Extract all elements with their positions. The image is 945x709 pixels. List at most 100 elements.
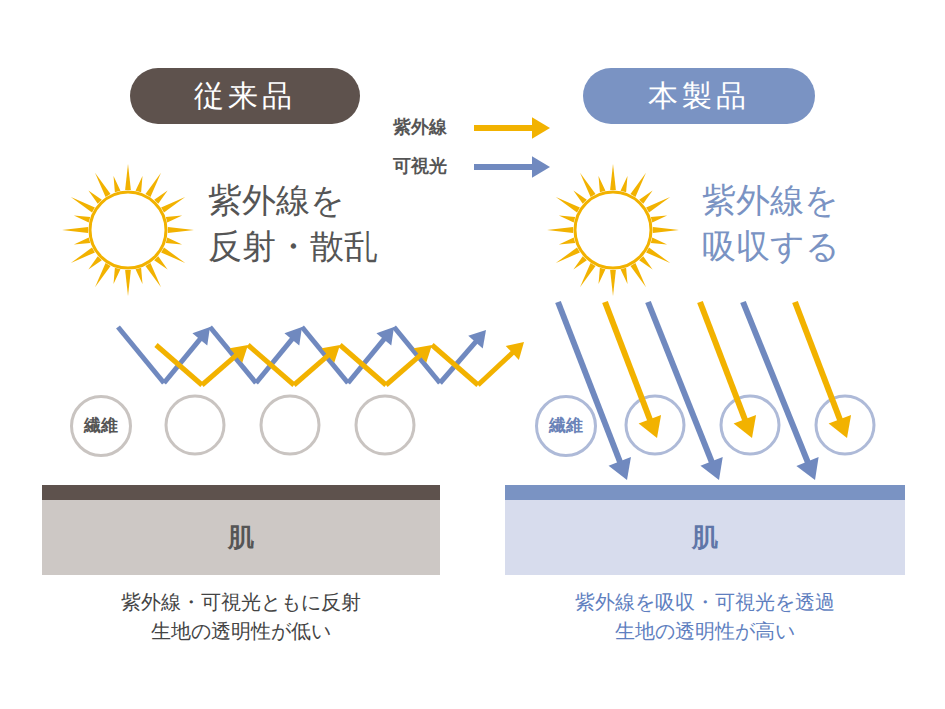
sun-ray (630, 263, 646, 287)
sun-ray (639, 256, 652, 269)
legend-text: 可視光 (393, 154, 447, 178)
sun-ray (71, 197, 95, 213)
node-text: 繊維 (84, 414, 118, 437)
visible-light-arrow (648, 302, 712, 462)
sun-ray (71, 247, 95, 263)
sun-ray (651, 238, 667, 245)
statement-text: 紫外線を 反射・散乱 (208, 178, 412, 270)
sun-ray (74, 216, 90, 223)
sun-ray (580, 173, 596, 197)
legend-arrow (474, 164, 533, 170)
sun-ray (154, 190, 167, 203)
sun-ray (653, 227, 679, 233)
sun-ray (136, 176, 143, 192)
legend-arrow-head (532, 156, 550, 178)
legend-arrow (474, 125, 533, 131)
fiber-circle (626, 396, 684, 454)
ray-segment (432, 345, 478, 385)
sun-ray (621, 268, 628, 284)
fiber-circle: 繊維 (535, 395, 597, 457)
ray-segment (118, 327, 164, 383)
sun-disc (90, 192, 166, 268)
sun-ray (145, 263, 161, 287)
ray-reflected-head (284, 327, 302, 345)
sun-ray (88, 256, 101, 269)
ray-reflected (202, 355, 237, 385)
title-pill: 従来品 (130, 68, 360, 124)
uv-arrow-head (639, 415, 661, 438)
transmission-arrows (558, 302, 851, 480)
ray-reflected-head (506, 342, 524, 360)
ray-segment (340, 345, 386, 385)
sun-ray (95, 173, 111, 197)
uv-arrow (795, 302, 840, 420)
sun-ray (630, 173, 646, 197)
node-text: 本製品 (648, 76, 750, 117)
legend-arrow-head (532, 117, 550, 139)
ray-reflected-head (230, 345, 248, 363)
sun-ray (610, 270, 616, 296)
sun-ray (547, 227, 573, 233)
sun-ray (610, 164, 616, 190)
fiber-circle: 繊維 (70, 395, 132, 457)
sun-ray (166, 216, 182, 223)
sun-ray (621, 176, 628, 192)
fiber-circle (356, 396, 414, 454)
sun-ray (646, 197, 670, 213)
sun-ray (599, 268, 606, 284)
node-text: 肌 (228, 520, 254, 555)
sun-ray (161, 247, 185, 263)
sun-ray (95, 263, 111, 287)
sun-ray (556, 197, 580, 213)
fiber-circle (166, 396, 224, 454)
sun-ray (136, 268, 143, 284)
fiber-circle (721, 396, 779, 454)
uv-arrow-head (829, 415, 851, 438)
caption-text: 紫外線・可視光ともに反射 生地の透明性が低い (111, 588, 371, 646)
fiber-circle (261, 396, 319, 454)
sun-ray (114, 176, 121, 192)
sun-ray (559, 216, 575, 223)
sun-ray (125, 164, 131, 190)
fiber-circle (816, 396, 874, 454)
reflection-arrows (118, 327, 524, 385)
sun-ray (646, 247, 670, 263)
uv-arrow (605, 302, 650, 420)
visible-light-arrow-head (609, 457, 631, 480)
sun-icon (547, 164, 679, 296)
sun-ray (145, 173, 161, 197)
ray-reflected-head (322, 345, 340, 363)
visible-light-arrow (743, 302, 808, 462)
ray-reflected-head (414, 345, 432, 363)
ray-reflected (478, 352, 513, 385)
node-text: 肌 (692, 520, 718, 555)
skin-layer: 肌 (42, 485, 440, 575)
sun-ray (556, 247, 580, 263)
node-text: 従来品 (194, 76, 296, 117)
sun-ray (88, 190, 101, 203)
ray-segment (156, 345, 202, 385)
caption-text: 紫外線を吸収・可視光を透過 生地の透明性が高い (565, 588, 845, 646)
statement-text: 紫外線を 吸収する (702, 178, 906, 270)
ray-segment (248, 345, 294, 385)
legend-text: 紫外線 (393, 115, 447, 139)
sun-ray (573, 256, 586, 269)
sun-ray (168, 227, 194, 233)
title-pill: 本製品 (583, 68, 815, 124)
visible-light-arrow-head (700, 457, 722, 480)
sun-ray (580, 263, 596, 287)
sun-ray (125, 270, 131, 296)
ray-reflected-head (192, 327, 210, 345)
visible-light-arrow-head (796, 457, 818, 480)
sun-disc (575, 192, 651, 268)
sun-ray (639, 190, 652, 203)
ray-reflected-head (376, 327, 394, 345)
sun-ray (114, 268, 121, 284)
sun-ray (154, 256, 167, 269)
node-text: 繊維 (549, 414, 583, 437)
ray-reflected (294, 355, 329, 385)
sun-ray (62, 227, 88, 233)
sun-ray (166, 238, 182, 245)
sun-ray (559, 238, 575, 245)
